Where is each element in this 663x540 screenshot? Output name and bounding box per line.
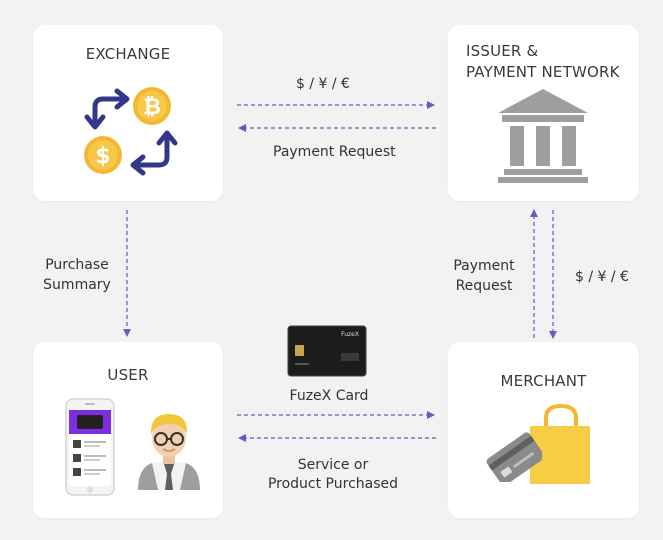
label-merchant-payment-request-line2: Request bbox=[455, 278, 513, 294]
label-exchange-issuer-amount: $ / ¥ / € bbox=[296, 76, 350, 92]
label-purchase-summary-line2: Summary bbox=[43, 277, 111, 293]
phone-icon bbox=[65, 398, 115, 496]
issuer-title-line1: ISSUER & bbox=[466, 42, 539, 60]
user-avatar-icon bbox=[138, 414, 200, 490]
svg-text:₿: ₿ bbox=[143, 95, 161, 120]
bank-icon bbox=[498, 89, 588, 183]
credit-card-icon bbox=[486, 432, 542, 482]
merchant-node: MERCHANT bbox=[448, 342, 639, 518]
label-purchase-summary-line1: Purchase bbox=[45, 257, 109, 273]
user-title: USER bbox=[107, 366, 149, 384]
user-node: USER bbox=[33, 342, 223, 518]
fuzex-card-brand: FuzeX bbox=[341, 331, 359, 338]
label-service-line1: Service or bbox=[297, 457, 369, 473]
issuer-node: ISSUER & PAYMENT NETWORK bbox=[448, 25, 639, 201]
exchange-node: EXCHANGE ₿ $ bbox=[33, 25, 223, 201]
exchange-title: EXCHANGE bbox=[85, 45, 171, 63]
bitcoin-coin-icon: ₿ bbox=[133, 87, 171, 125]
label-service-line2: Product Purchased bbox=[267, 476, 399, 492]
label-fuzex-card: FuzeX Card bbox=[289, 388, 369, 404]
svg-text:$: $ bbox=[95, 144, 110, 169]
label-exchange-issuer-request: Payment Request bbox=[273, 144, 396, 160]
merchant-title: MERCHANT bbox=[500, 372, 587, 390]
exchange-cycle-icon: ₿ $ bbox=[84, 87, 178, 176]
dollar-coin-icon: $ bbox=[84, 136, 122, 174]
label-issuer-merchant-amount: $ / ¥ / € bbox=[575, 269, 629, 285]
issuer-title-line2: PAYMENT NETWORK bbox=[466, 63, 620, 81]
label-merchant-payment-request-line1: Payment bbox=[453, 258, 515, 274]
fuzex-card-icon: FuzeX bbox=[287, 325, 367, 377]
